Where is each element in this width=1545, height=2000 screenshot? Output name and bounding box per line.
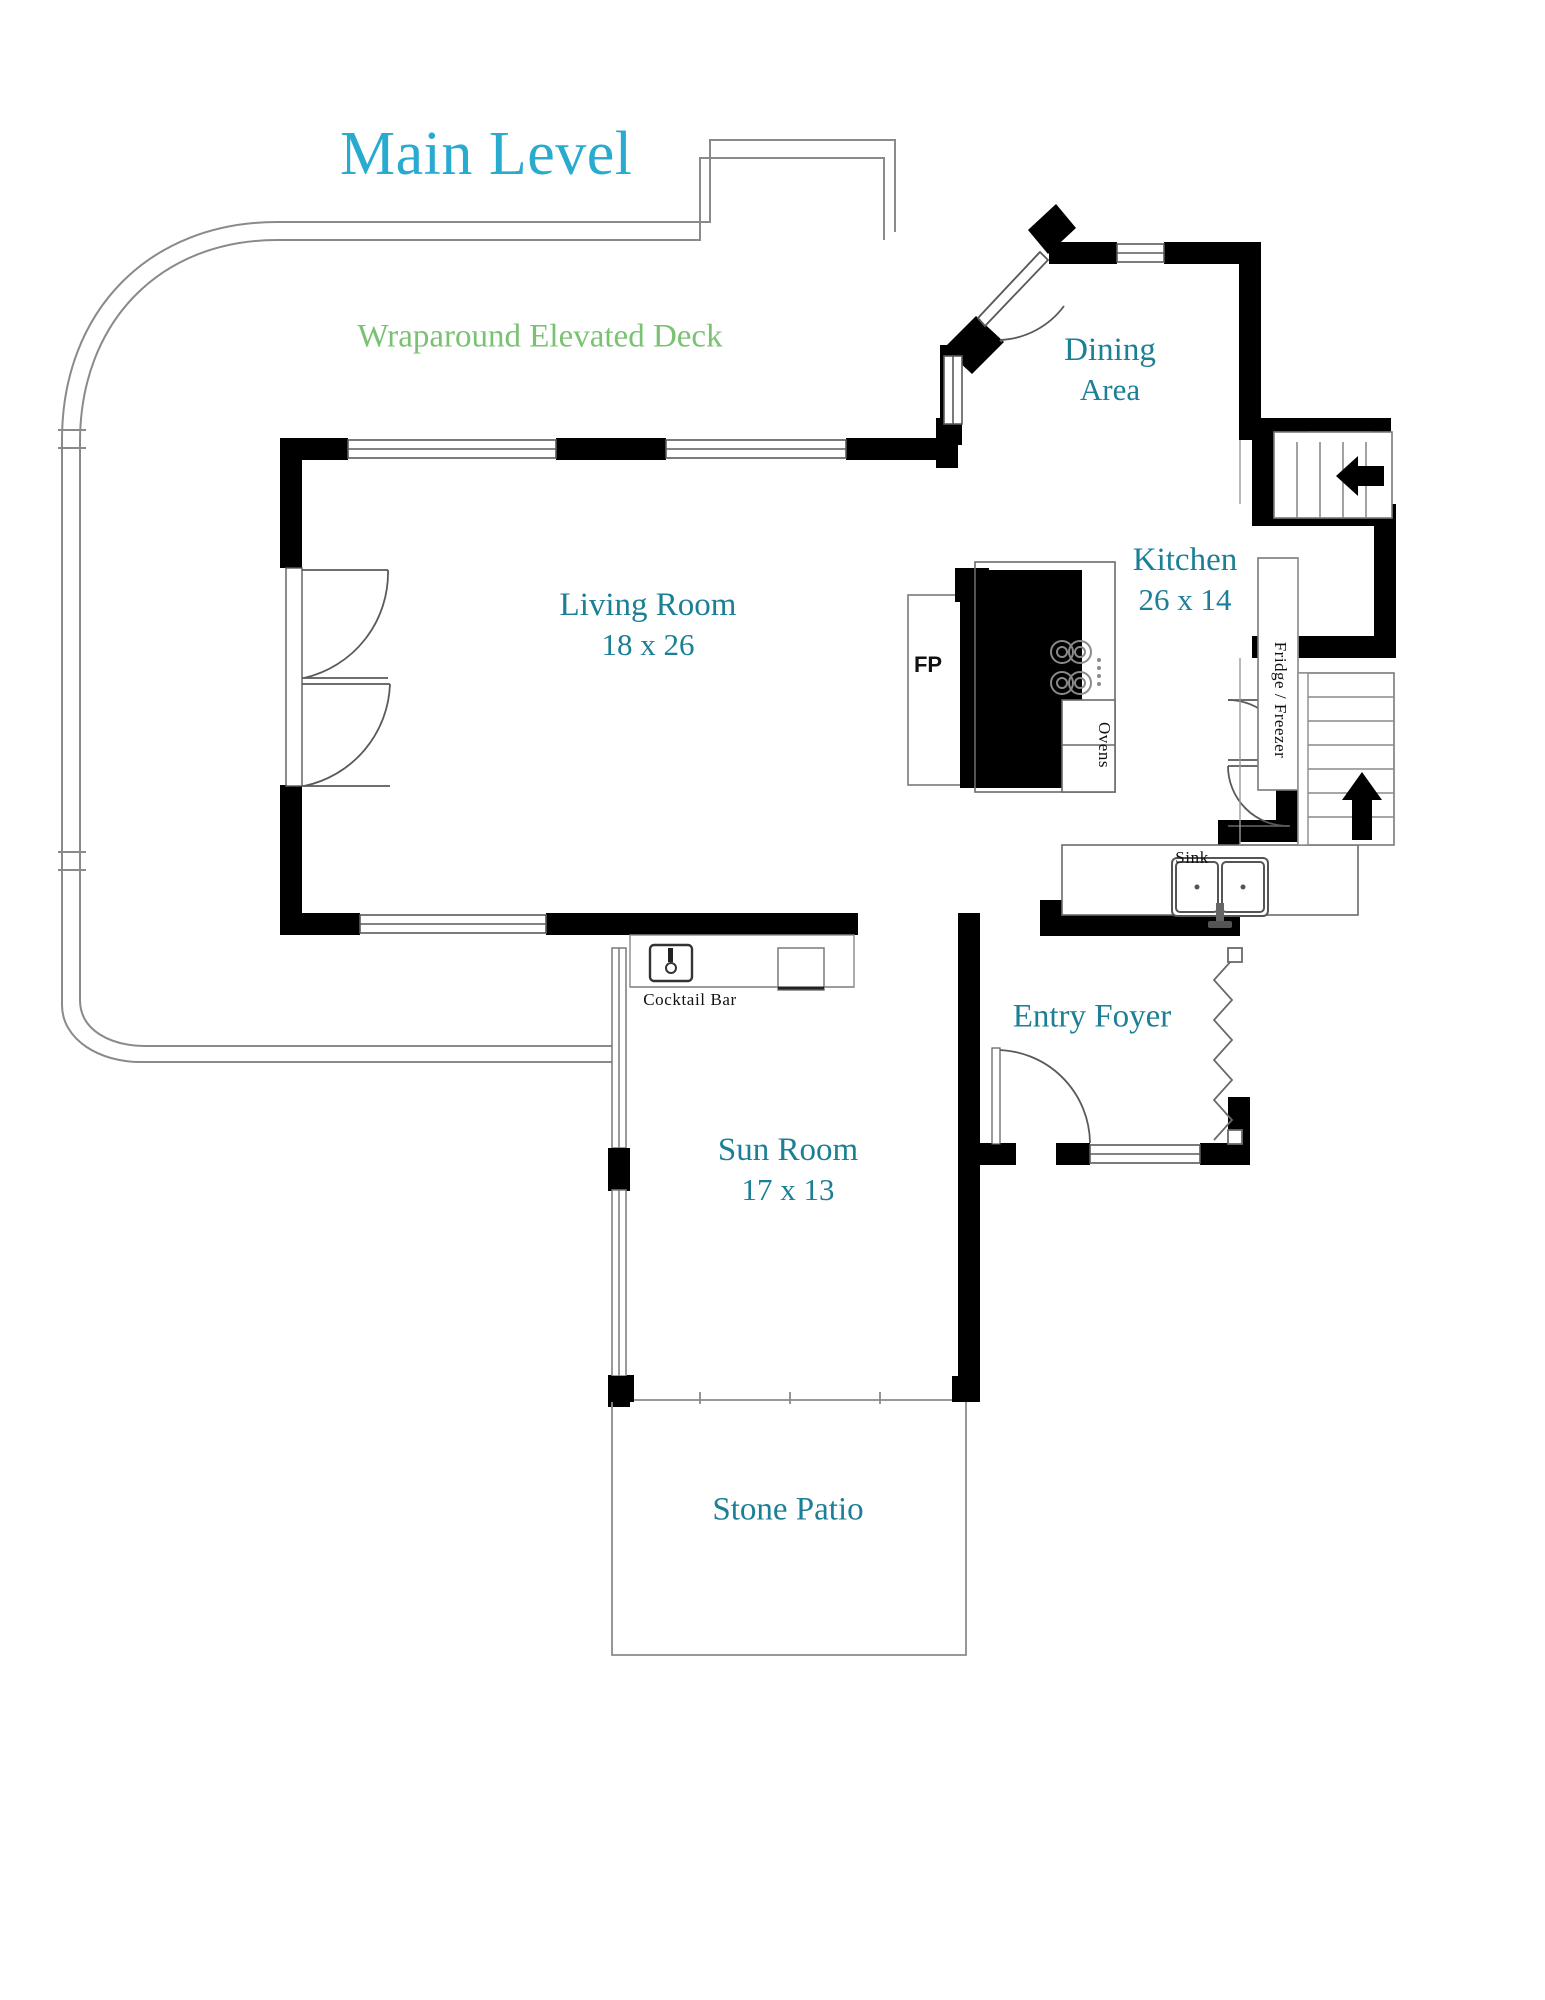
lower-stairs-arrow bbox=[1342, 772, 1382, 840]
kitchen-east-counter bbox=[1257, 557, 1299, 791]
room-label-living-room: Living Room 18 x 26 bbox=[560, 586, 737, 664]
room-dimensions-kitchen: 26 x 14 bbox=[1138, 582, 1232, 618]
room-label-stone-patio: Stone Patio bbox=[712, 1491, 863, 1530]
room-name-living-room: Living Room bbox=[559, 587, 737, 624]
room-label-kitchen: Kitchen 26 x 14 bbox=[1133, 541, 1237, 619]
room-label-dining-area: Dining Area bbox=[1064, 331, 1156, 409]
lower-stairs bbox=[1297, 672, 1395, 846]
room-name-entry-foyer: Entry Foyer bbox=[1012, 998, 1172, 1035]
fridge-freezer-label: Fridge / Freezer bbox=[1271, 641, 1291, 759]
room-dimensions-living-room: 18 x 26 bbox=[601, 627, 695, 663]
room-name-stone-patio: Stone Patio bbox=[712, 1491, 864, 1528]
sink-faucet bbox=[1216, 903, 1224, 923]
entry-foyer-zigzag bbox=[1212, 947, 1243, 1145]
wraparound-elevated-deck-outline bbox=[58, 139, 896, 1063]
deck-label-wraparound-elevated-deck: Wraparound Elevated Deck bbox=[357, 318, 723, 355]
cocktail-bar-label: Cocktail Bar bbox=[643, 989, 737, 1009]
cooktop-controls bbox=[1097, 658, 1101, 686]
sink-label: Sink bbox=[1175, 847, 1209, 867]
page-title: Main Level bbox=[340, 120, 633, 188]
room-dimensions-dining-area: Area bbox=[1079, 372, 1141, 408]
sun-room-glazing bbox=[608, 947, 630, 1377]
upper-stairs-arrow bbox=[1336, 456, 1384, 496]
cocktail-bar-fixtures bbox=[629, 934, 855, 991]
windows bbox=[347, 243, 1371, 1164]
kitchen-fixtures bbox=[907, 557, 1359, 928]
bar-fridge bbox=[777, 947, 825, 991]
wall-ovens bbox=[1061, 699, 1116, 793]
ovens-label: Ovens bbox=[1095, 722, 1115, 768]
interior-thin-lines bbox=[1239, 440, 1299, 845]
stone-patio-outline bbox=[608, 1376, 980, 1656]
room-label-entry-foyer: Entry Foyer bbox=[1013, 998, 1172, 1037]
doors bbox=[285, 250, 1290, 1145]
cooktop-burners bbox=[1050, 640, 1092, 695]
room-dimensions-sun-room: 17 x 13 bbox=[741, 1172, 835, 1208]
room-name-kitchen: Kitchen bbox=[1132, 542, 1238, 579]
room-name-dining-area: Dining bbox=[1064, 332, 1156, 369]
room-name-sun-room: Sun Room bbox=[717, 1132, 859, 1169]
upper-stairs bbox=[1273, 431, 1393, 519]
room-label-sun-room: Sun Room 17 x 13 bbox=[718, 1131, 858, 1209]
exterior-walls bbox=[280, 204, 1396, 1407]
fireplace-label: FP bbox=[913, 652, 943, 678]
